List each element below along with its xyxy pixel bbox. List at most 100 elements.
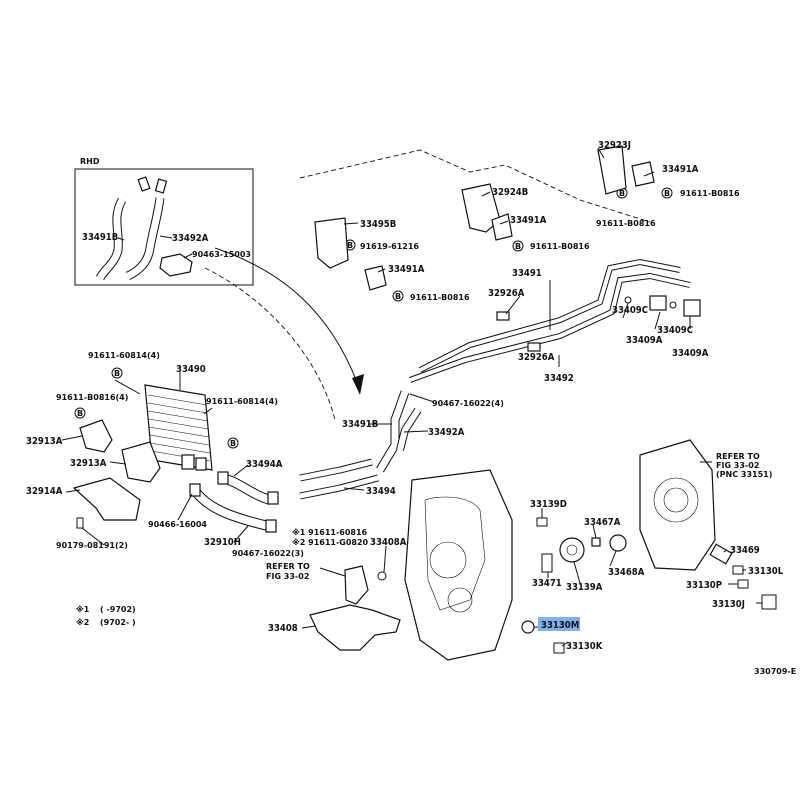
clip (624, 296, 632, 304)
label-90467-16022: 90467-16022(4) (432, 399, 504, 408)
plug-33130j (761, 594, 777, 610)
housing-bore-inner (663, 487, 689, 513)
housing-bore (653, 477, 699, 523)
label-33467a: 33467A (584, 517, 621, 528)
label-33409c: 33409C (657, 325, 693, 336)
label-32926a: 32926A (518, 352, 555, 363)
label-33491b: 33491B (342, 419, 378, 430)
b-marker-text: B (230, 439, 236, 448)
label-33130j: 33130J (712, 599, 745, 610)
refer-fig-1: FIG 33-02 (266, 572, 309, 581)
skid-plate (309, 565, 401, 651)
label-33408a: 33408A (370, 537, 407, 548)
engine-outline (204, 149, 651, 421)
label-33130k: 33130K (566, 641, 603, 652)
clamp-33491a-2 (491, 213, 513, 241)
label-32913a: 32913A (26, 436, 63, 447)
brackets-left (72, 419, 161, 529)
label-33409a: 33409A (626, 335, 663, 346)
b-marker (111, 367, 123, 379)
part-33139a (559, 537, 585, 563)
footnotes: ※1 ( -9702) ※2 (9702- ) (76, 604, 136, 627)
hose-33494a (220, 474, 272, 504)
cooler-pipes (408, 258, 701, 383)
hoses (189, 390, 422, 533)
label-33130l: 33130L (748, 566, 784, 577)
highlight-33130m (538, 617, 580, 631)
label-33130p: 33130P (686, 580, 722, 591)
figure-code: 330709-E (754, 667, 796, 676)
bracket-32913a-1 (79, 419, 113, 453)
b-marker-text: B (77, 409, 83, 418)
hose-32910h (192, 489, 269, 530)
hose-clamp (267, 491, 279, 505)
cooler-fins (147, 394, 211, 462)
label-33491a: 33491A (662, 164, 699, 175)
refer-to-1: REFER TO (266, 562, 310, 571)
clamp-33491a-3 (631, 161, 655, 187)
case-detail (424, 496, 486, 611)
leader (183, 253, 193, 259)
part-33468a (609, 534, 627, 552)
refer-fig-2: FIG 33-02 (716, 461, 759, 470)
sweep-arrow (214, 247, 359, 386)
inset-hose2-fill (126, 197, 164, 280)
case-bore-2 (447, 587, 473, 613)
bracket-33408a (344, 565, 369, 605)
label-32914a: 32914A (26, 486, 63, 497)
label-90467-16022-3: 90467-16022(3) (232, 549, 304, 558)
union-33409a (683, 299, 701, 317)
inset-clamp (159, 253, 193, 277)
label-33491a: 33491A (388, 264, 425, 275)
engine-edge (299, 149, 651, 223)
label-91619-61216: 91619-61216 (360, 242, 419, 251)
pipe-33494 (299, 459, 373, 481)
clamp-33491a (364, 265, 387, 291)
part-33130p (737, 579, 749, 589)
label-33471: 33471 (532, 578, 562, 589)
label-33139a: 33139A (566, 582, 603, 593)
part-33469 (709, 543, 733, 565)
bracket-33495b (314, 217, 349, 269)
label-33130m: 33130M (541, 620, 579, 631)
label-32923j: 32923J (598, 140, 631, 151)
label-91611-g0820: ※2 91611-G0820 (292, 537, 369, 547)
hose-clamp (265, 519, 277, 533)
label-32910h: 32910H (204, 537, 241, 548)
clamp-32926a (496, 311, 510, 321)
leader-lines (61, 147, 762, 647)
label-33469: 33469 (730, 545, 760, 556)
inset-label-33491b: 33491B (82, 232, 118, 243)
label-33494: 33494 (366, 486, 396, 497)
inset-label-90463: 90463-15003 (192, 250, 251, 259)
union-33409c (649, 295, 667, 311)
inset-pipe-end-2 (154, 178, 168, 194)
rhd-inset: RHD 33491B 33492A 90463-15003 (74, 157, 254, 286)
b-marker-text: B (664, 189, 670, 198)
label-33490: 33490 (176, 364, 206, 375)
part-33467a (591, 537, 601, 547)
b-marker-text: B (114, 369, 120, 378)
bolt-markers: B B B B B B B B (74, 187, 673, 449)
case-bore (429, 541, 467, 579)
label-91611-60814: 91611-60814(4) (88, 351, 160, 360)
label-91611-b0816: 91611-B0816 (680, 189, 740, 198)
b-marker (227, 437, 239, 449)
label-33491a: 33491A (510, 215, 547, 226)
inset-label-33492a: 33492A (172, 233, 209, 244)
case-body (404, 469, 513, 661)
label-33408: 33408 (268, 623, 298, 634)
label-33492: 33492 (544, 373, 574, 384)
bracket-32914a (72, 477, 141, 521)
footnote-range-1: ( -9702) (100, 605, 136, 614)
label-33494a: 33494A (246, 459, 283, 470)
label-90466-16004: 90466-16004 (148, 520, 207, 529)
sensor-33471 (541, 553, 553, 573)
hose-33491b (376, 390, 409, 472)
clamp-32926a-2 (527, 342, 541, 352)
part-33139a-center (566, 544, 578, 556)
label-33409a: 33409A (672, 348, 709, 359)
leader (117, 237, 125, 241)
footnote-range-2: (9702- ) (100, 618, 136, 627)
